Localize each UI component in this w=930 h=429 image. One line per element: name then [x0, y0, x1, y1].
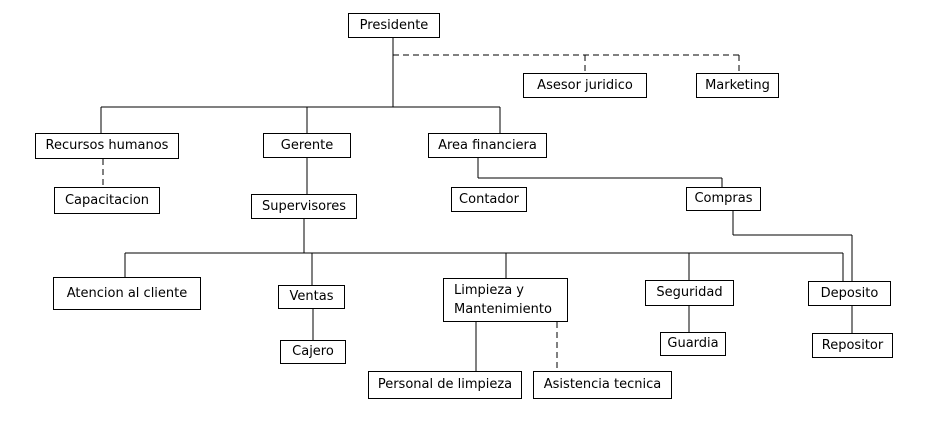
node-repositor: Repositor [812, 333, 893, 358]
node-contador: Contador [451, 187, 527, 212]
node-limpieza-y-mantenimiento: Limpieza y Mantenimiento [443, 278, 568, 322]
node-presidente: Presidente [348, 13, 440, 38]
node-recursos-humanos: Recursos humanos [35, 133, 179, 159]
node-area-financiera: Area financiera [428, 133, 547, 158]
node-cajero: Cajero [280, 340, 346, 364]
node-asistencia-tecnica: Asistencia tecnica [533, 371, 672, 399]
node-compras: Compras [686, 187, 761, 211]
node-limpieza-line2: Mantenimiento [454, 302, 552, 317]
node-ventas: Ventas [278, 285, 345, 309]
node-seguridad: Seguridad [645, 280, 734, 306]
node-marketing: Marketing [696, 73, 779, 98]
node-gerente: Gerente [263, 133, 351, 158]
node-guardia: Guardia [660, 332, 726, 356]
node-capacitacion: Capacitacion [54, 187, 160, 214]
node-supervisores: Supervisores [251, 194, 357, 219]
node-atencion-al-cliente: Atencion al cliente [53, 277, 201, 310]
node-asesor-juridico: Asesor juridico [523, 73, 647, 98]
node-personal-de-limpieza: Personal de limpieza [368, 371, 522, 399]
node-deposito: Deposito [808, 281, 891, 306]
node-limpieza-line1: Limpieza y [454, 283, 524, 298]
